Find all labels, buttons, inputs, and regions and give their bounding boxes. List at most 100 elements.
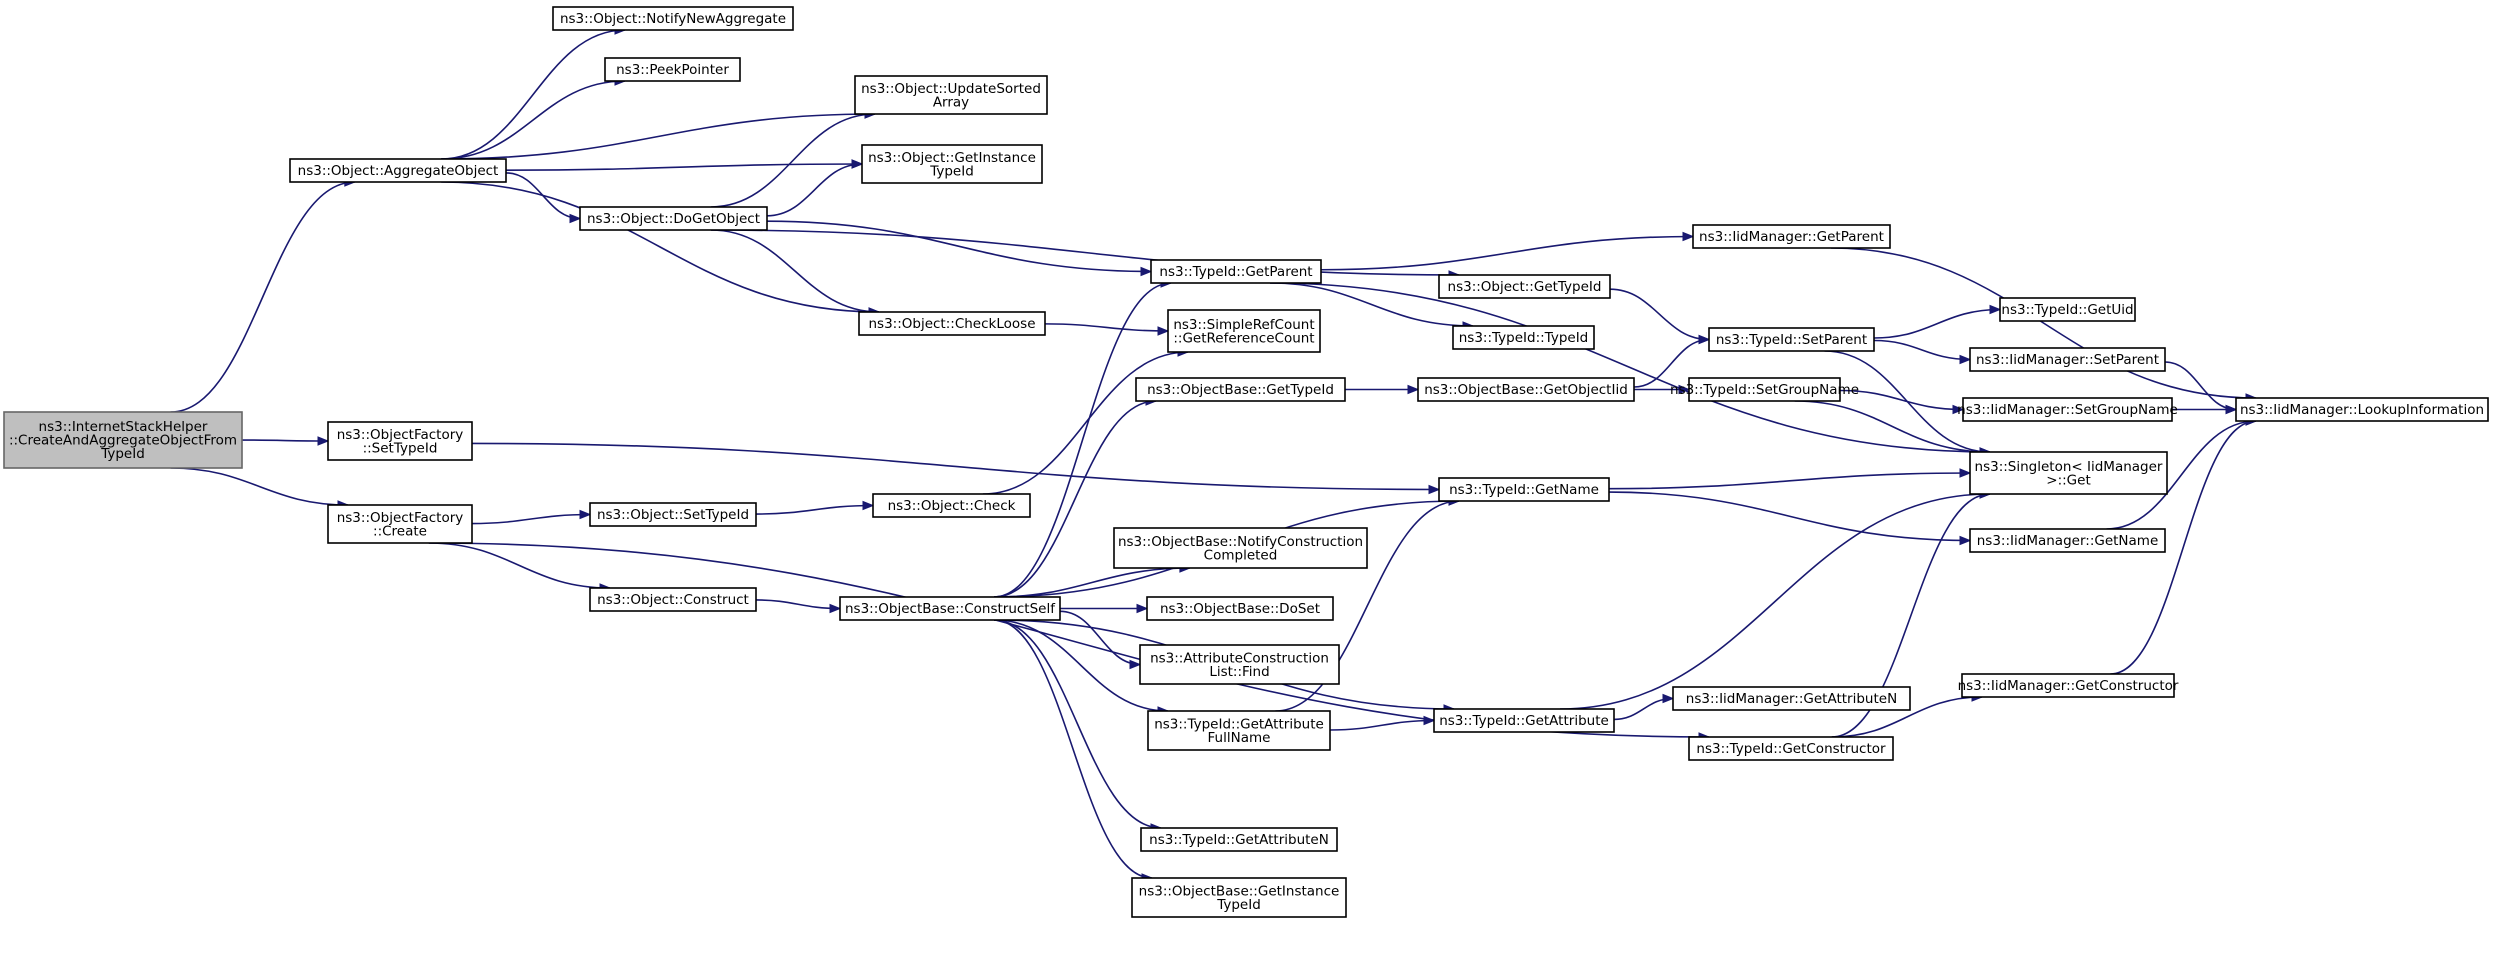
node-box: [858, 311, 1046, 336]
function-node-simpleref[interactable]: ns3::SimpleRefCount::GetReferenceCount: [1167, 309, 1321, 353]
arrowhead-obj_construct-to-constructself: [829, 603, 842, 614]
node-box: [1113, 527, 1368, 569]
function-node-singleton_get[interactable]: ns3::Singleton< IidManager >::Get: [1969, 451, 2168, 495]
arrowhead-tid_getattribute-to-iid_getattrn: [1662, 693, 1675, 704]
node-box: [1452, 325, 1595, 350]
node-label: ns3::Object::GetTypeId: [1448, 279, 1602, 295]
node-label: ns3::Object::SetTypeId: [597, 507, 749, 523]
function-node-tid_typeid[interactable]: ns3::TypeId::TypeId: [1452, 325, 1595, 350]
node-box: [3, 411, 243, 469]
node-box: [861, 144, 1043, 184]
node-label: ns3::IidManager::SetGroupName: [1957, 402, 2178, 418]
call-edge-tid_getparent-to-tid_typeid: [1269, 282, 1474, 327]
call-edge-dogetobject-to-obj_get_instance: [766, 163, 863, 217]
call-edge-tid_getname-to-iid_getname: [1608, 491, 1971, 542]
call-edge-constructself-to-tid_getattr_fullname: [993, 619, 1169, 712]
node-label: ::CreateAndAggregateObjectFrom: [9, 433, 237, 449]
node-label: ns3::TypeId::GetConstructor: [1696, 741, 1886, 757]
call-edge-dogetobject-to-update_sorted: [710, 113, 876, 208]
node-box: [1135, 377, 1346, 402]
function-node-iid_setparent[interactable]: ns3::IidManager::SetParent: [1969, 347, 2166, 372]
call-edge-aggregate-to-notify_new_agg: [441, 29, 626, 160]
call-edge-obj_construct-to-constructself: [755, 599, 841, 610]
node-label: ns3::ObjectFactory: [337, 510, 464, 526]
call-edge-root-to-of_settypeid: [241, 439, 329, 442]
node-box: [1146, 596, 1334, 621]
node-label: ns3::TypeId::GetAttribute: [1154, 716, 1324, 732]
function-node-notify_construction[interactable]: ns3::ObjectBase::NotifyConstructionCompl…: [1113, 527, 1368, 569]
node-label: ns3::TypeId::GetAttribute: [1439, 713, 1609, 729]
function-node-tid_setparent[interactable]: ns3::TypeId::SetParent: [1708, 327, 1875, 352]
node-box: [1433, 708, 1615, 733]
call-edge-tid_getattr_fullname-to-tid_getname: [1275, 500, 1460, 712]
function-node-tid_getuid[interactable]: ns3::TypeId::GetUid: [1999, 297, 2136, 322]
node-box: [1417, 377, 1635, 402]
node-box: [1140, 827, 1338, 852]
function-node-tid_getconstructor[interactable]: ns3::TypeId::GetConstructor: [1688, 736, 1894, 761]
node-box: [327, 421, 473, 461]
function-node-obj_check[interactable]: ns3::Object::Check: [872, 493, 1031, 518]
node-label: ns3::ObjectBase::DoSet: [1160, 601, 1320, 617]
call-edge-aggregate-to-peekpointer: [441, 80, 626, 160]
node-label: ns3::IidManager::GetAttributeN: [1686, 691, 1897, 707]
arrowhead-tid_setgroupname-to-iid_setgroupname: [1952, 404, 1965, 415]
node-label: ns3::TypeId::SetParent: [1716, 332, 1867, 348]
node-label: ns3::ObjectBase::GetObjectIid: [1424, 382, 1628, 398]
function-node-root[interactable]: ns3::InternetStackHelper::CreateAndAggre…: [3, 411, 243, 469]
node-label: ::GetReferenceCount: [1173, 330, 1314, 346]
function-node-dogetobject[interactable]: ns3::Object::DoGetObject: [579, 206, 768, 231]
function-node-obj_gettypeid[interactable]: ns3::Object::GetTypeId: [1438, 274, 1611, 299]
node-label: ns3::AttributeConstruction: [1150, 650, 1329, 666]
function-node-tid_getattribute[interactable]: ns3::TypeId::GetAttribute: [1433, 708, 1615, 733]
function-node-checkloose[interactable]: ns3::Object::CheckLoose: [858, 311, 1046, 336]
call-edge-aggregate-to-obj_get_instance: [505, 163, 863, 171]
function-node-tid_getattrn[interactable]: ns3::TypeId::GetAttributeN: [1140, 827, 1338, 852]
function-node-tid_getname[interactable]: ns3::TypeId::GetName: [1438, 477, 1610, 502]
function-node-iid_getname[interactable]: ns3::IidManager::GetName: [1969, 528, 2166, 553]
arrowhead-tid_getparent-to-iid_getparent: [1682, 231, 1695, 242]
call-edge-of_create-to-obj_settypeid: [471, 513, 591, 525]
node-label: ns3::IidManager::SetParent: [1976, 352, 2159, 368]
function-node-obj_settypeid[interactable]: ns3::Object::SetTypeId: [589, 502, 757, 527]
node-label: ns3::Object::AggregateObject: [298, 163, 499, 179]
call-edge-constructself-to-tid_getattrn: [993, 619, 1162, 829]
node-box: [1150, 259, 1322, 284]
node-label: ns3::InternetStackHelper: [39, 419, 208, 435]
node-box: [1969, 347, 2166, 372]
node-label: TypeId: [1216, 897, 1261, 913]
call-edge-obj_settypeid-to-obj_check: [755, 504, 874, 515]
node-box: [1961, 673, 2175, 698]
function-node-iid_setgroupname[interactable]: ns3::IidManager::SetGroupName: [1957, 397, 2178, 422]
function-node-aggregate[interactable]: ns3::Object::AggregateObject: [289, 158, 507, 183]
arrowhead-ob_getobjectiid-to-tid_setgroupname: [1678, 384, 1691, 395]
function-node-of_create[interactable]: ns3::ObjectFactory::Create: [327, 504, 473, 544]
function-node-notify_new_agg[interactable]: ns3::Object::NotifyNewAggregate: [552, 6, 794, 31]
call-edge-of_create-to-tid_getconstructor: [428, 542, 1710, 738]
function-node-tid_setgroupname[interactable]: ns3::TypeId::SetGroupName: [1670, 377, 1859, 402]
function-node-iid_lookup[interactable]: ns3::IidManager::LookupInformation: [2235, 397, 2489, 422]
function-node-iid_getparent[interactable]: ns3::IidManager::GetParent: [1692, 224, 1891, 249]
function-node-constructself[interactable]: ns3::ObjectBase::ConstructSelf: [839, 596, 1061, 621]
node-label: ns3::TypeId::TypeId: [1459, 330, 1589, 346]
function-node-ob_doset[interactable]: ns3::ObjectBase::DoSet: [1146, 596, 1334, 621]
function-node-tid_getparent[interactable]: ns3::TypeId::GetParent: [1150, 259, 1322, 284]
node-label: ::Create: [373, 523, 427, 539]
node-box: [1692, 224, 1891, 249]
function-node-iid_getattrn[interactable]: ns3::IidManager::GetAttributeN: [1672, 686, 1911, 711]
function-node-iid_getconstructor[interactable]: ns3::IidManager::GetConstructor: [1958, 673, 2179, 698]
node-label: ns3::Object::Check: [888, 498, 1016, 514]
function-node-obj_construct[interactable]: ns3::Object::Construct: [589, 587, 757, 612]
function-node-ob_getobjectiid[interactable]: ns3::ObjectBase::GetObjectIid: [1417, 377, 1635, 402]
function-node-ob_gettypeid[interactable]: ns3::ObjectBase::GetTypeId: [1135, 377, 1346, 402]
node-box: [289, 158, 507, 183]
node-label: ns3::Object::NotifyNewAggregate: [560, 11, 786, 27]
call-edge-of_create-to-obj_construct: [428, 542, 611, 589]
function-node-of_settypeid[interactable]: ns3::ObjectFactory::SetTypeId: [327, 421, 473, 461]
node-label: ns3::Object::CheckLoose: [868, 316, 1035, 332]
function-node-peekpointer[interactable]: ns3::PeekPointer: [604, 57, 741, 82]
